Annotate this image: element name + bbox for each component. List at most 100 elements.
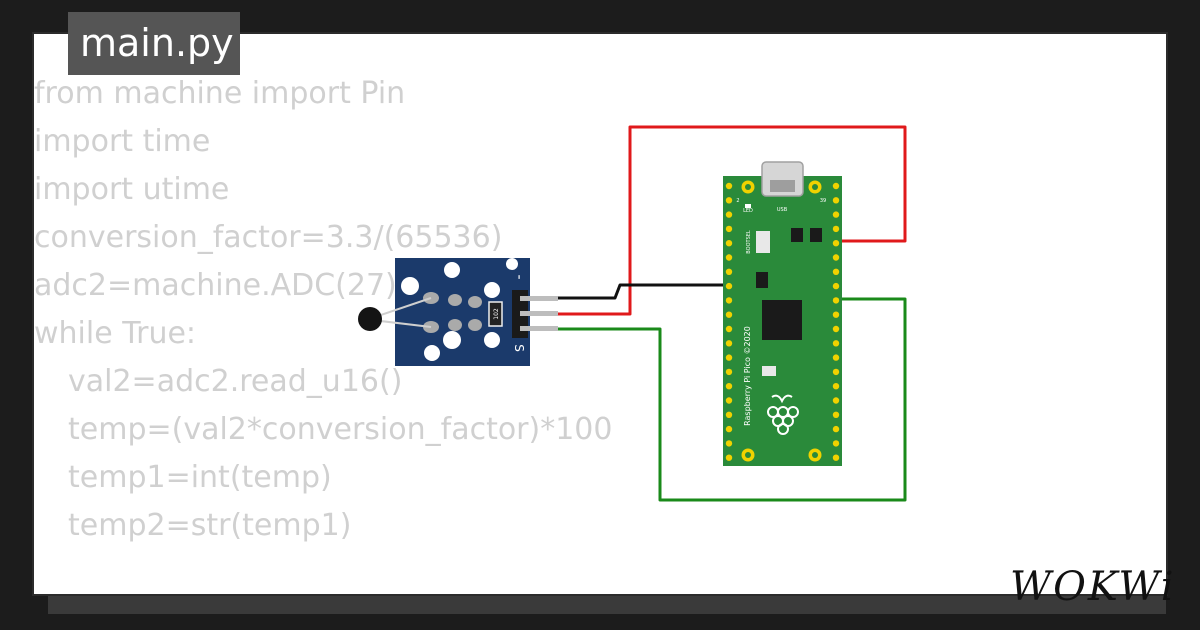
led: [745, 204, 751, 208]
pico-pin[interactable]: [725, 325, 733, 333]
pico-pin[interactable]: [832, 368, 840, 376]
pico-pin[interactable]: [832, 354, 840, 361]
pico-pin[interactable]: [832, 197, 840, 204]
label-led: LED: [743, 208, 753, 214]
pico-pin[interactable]: [725, 368, 733, 376]
header-pin[interactable]: [520, 326, 558, 331]
label-board-name: Raspberry Pi Pico ©2020: [743, 326, 752, 426]
pico-pin[interactable]: [725, 240, 733, 247]
chip-small: [762, 366, 776, 376]
mounting-hole: [443, 331, 461, 349]
pico-pin[interactable]: [725, 383, 733, 390]
mounting-hole: [812, 452, 818, 458]
pico-pin[interactable]: [725, 397, 733, 404]
chip-small: [791, 228, 803, 242]
code-line: import time: [34, 124, 211, 159]
pico-pin[interactable]: [725, 411, 733, 418]
pico-pin[interactable]: [725, 182, 733, 190]
pico-pin[interactable]: [725, 297, 733, 304]
wire-green[interactable]: [557, 297, 907, 502]
pico-pin[interactable]: [725, 340, 733, 347]
code-line: adc2=machine.ADC(27): [34, 268, 397, 303]
solder-pad: [468, 319, 482, 331]
temperature-sensor-module[interactable]: 102 - S: [358, 258, 558, 366]
pico-pin[interactable]: [832, 411, 840, 418]
pico-pin[interactable]: [725, 197, 733, 204]
pin-rows: [725, 182, 840, 461]
code-line: temp=(val2*conversion_factor)*100: [68, 412, 613, 447]
file-tab-label: main.py: [80, 21, 234, 65]
label-pin-39: 39: [820, 198, 826, 204]
pico-pin[interactable]: [832, 383, 840, 390]
pico-pin[interactable]: [832, 397, 840, 404]
bootsel-button[interactable]: [756, 231, 770, 253]
thermistor[interactable]: [358, 307, 382, 331]
chip-small: [810, 228, 822, 242]
code-line: conversion_factor=3.3/(65536): [34, 220, 503, 255]
sensor-pcb: [395, 258, 530, 366]
mounting-hole: [401, 277, 419, 295]
sensor-lead: [371, 297, 432, 319]
label-pin-2: 2: [736, 198, 739, 204]
pico-pin[interactable]: [832, 282, 840, 290]
code-line: temp2=str(temp1): [68, 508, 352, 543]
wokwi-logo-text: WOKWi: [1010, 564, 1176, 610]
pico-pin[interactable]: [832, 211, 840, 218]
label-usb: USB: [777, 207, 788, 213]
raspberry-pi-pico[interactable]: LED USB 2 39 BOOTSEL Raspberry Pi Pico ©…: [723, 161, 842, 466]
mounting-hole: [484, 282, 500, 298]
resistor-code: 102: [493, 308, 500, 320]
wire-red[interactable]: [557, 125, 907, 316]
header-pin[interactable]: [520, 296, 558, 301]
solder-pad: [448, 319, 462, 331]
pico-pin[interactable]: [725, 282, 733, 290]
pico-pin[interactable]: [725, 268, 733, 275]
file-tab[interactable]: main.py: [68, 12, 240, 75]
pico-pin[interactable]: [725, 254, 733, 261]
pico-pin[interactable]: [725, 354, 733, 361]
solder-pad: [468, 296, 482, 308]
code-line: from machine import Pin: [34, 76, 406, 111]
pin-label-minus: -: [511, 274, 527, 279]
pico-pin[interactable]: [832, 425, 840, 433]
pico-pin[interactable]: [725, 311, 733, 318]
chip-small: [756, 272, 768, 288]
pico-pin[interactable]: [725, 440, 733, 447]
pico-pin[interactable]: [725, 425, 733, 433]
usb-port-inner: [770, 180, 795, 192]
pin-label-signal: S: [512, 344, 526, 352]
wokwi-logo: WOKWi: [1010, 564, 1176, 610]
mounting-hole: [424, 345, 440, 361]
mounting-hole: [444, 262, 460, 278]
wire-black[interactable]: [557, 283, 732, 300]
pico-pin[interactable]: [832, 311, 840, 318]
raspberry-logo-icon: [767, 394, 799, 435]
pico-pin[interactable]: [832, 182, 840, 190]
pico-pin[interactable]: [832, 240, 840, 247]
pico-pin[interactable]: [832, 297, 840, 304]
mounting-hole: [506, 258, 518, 270]
pico-pin[interactable]: [725, 454, 733, 461]
pico-pin[interactable]: [832, 225, 840, 233]
mounting-hole: [484, 332, 500, 348]
wires: [557, 125, 907, 502]
pico-pin[interactable]: [832, 268, 840, 275]
pico-pin[interactable]: [832, 440, 840, 447]
code-line: val2=adc2.read_u16(): [68, 364, 403, 399]
label-bootsel: BOOTSEL: [746, 230, 752, 254]
pico-pin[interactable]: [832, 340, 840, 347]
pico-pin[interactable]: [832, 254, 840, 261]
code-line: import utime: [34, 172, 230, 207]
pico-pin[interactable]: [725, 211, 733, 218]
pico-pin[interactable]: [832, 454, 840, 461]
code-line: temp1=int(temp): [68, 460, 332, 495]
resistor: [488, 301, 503, 327]
header-pin[interactable]: [520, 311, 558, 316]
pico-pin[interactable]: [725, 225, 733, 233]
code-editor[interactable]: from machine import Pin import time impo…: [34, 70, 834, 550]
sensor-lead: [371, 319, 432, 328]
code-line: while True:: [34, 316, 197, 351]
pico-pin[interactable]: [832, 325, 840, 333]
mounting-hole: [745, 184, 751, 190]
